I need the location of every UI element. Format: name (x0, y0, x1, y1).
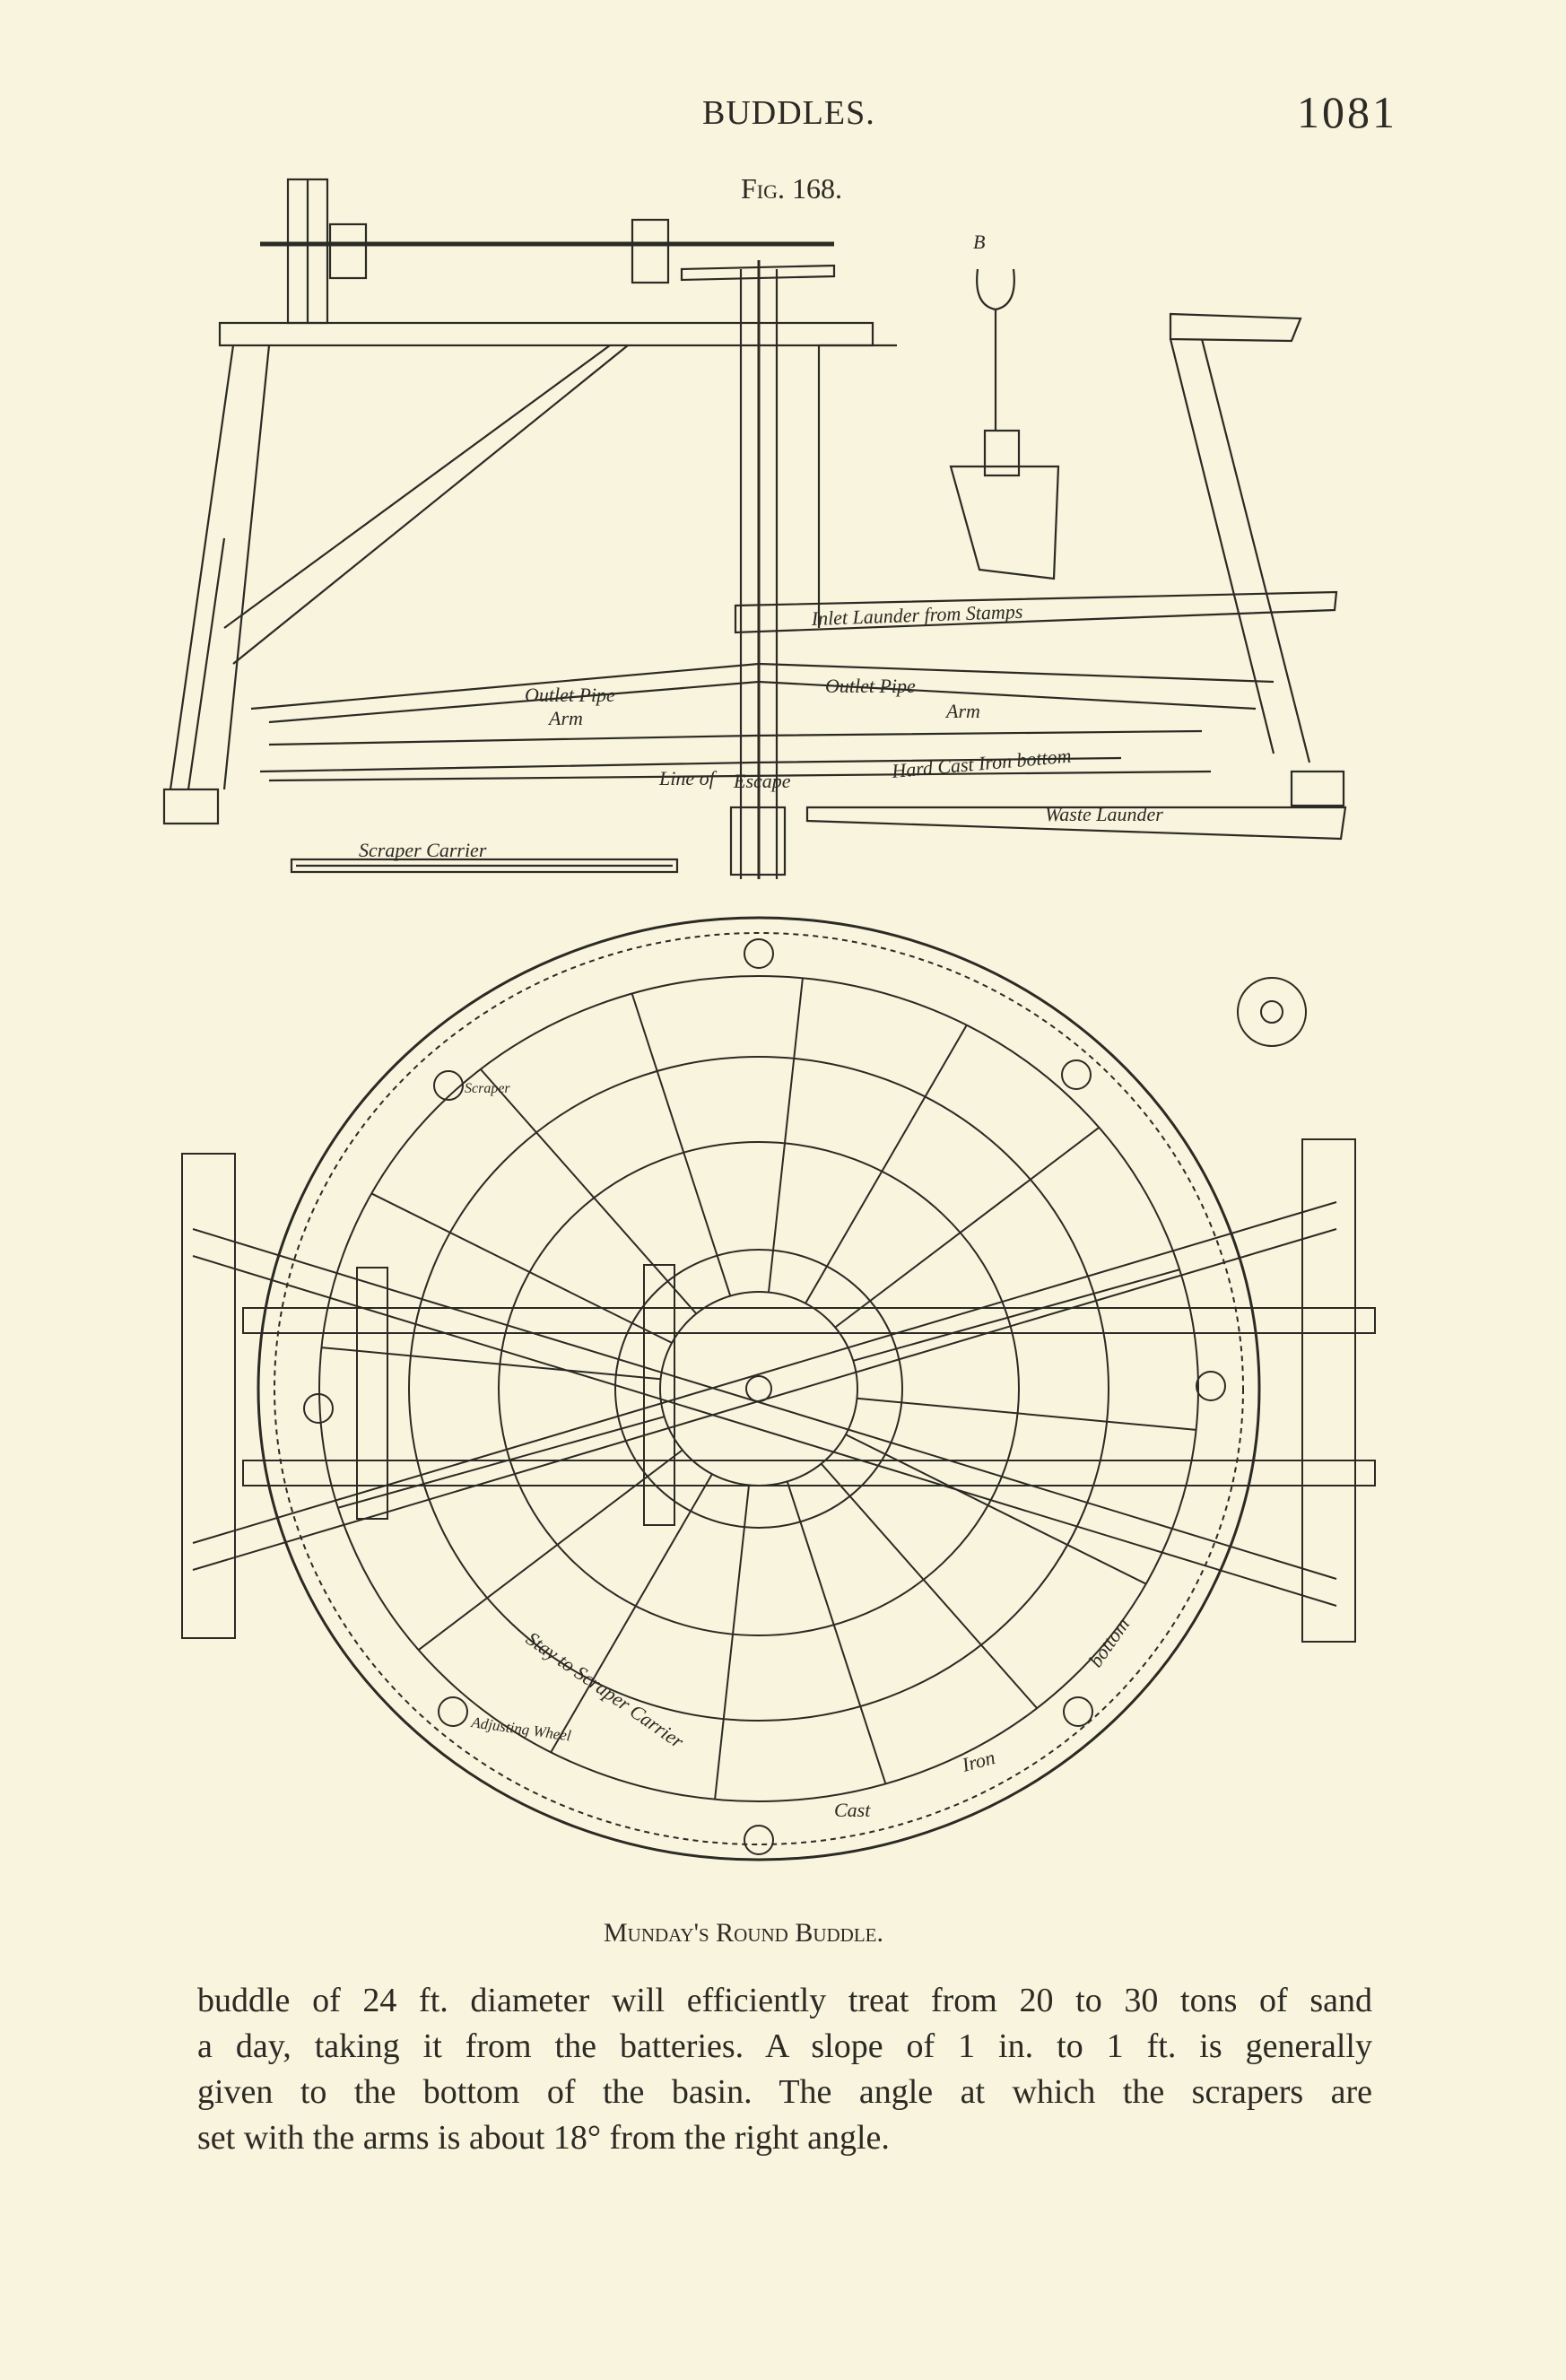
page-number: 1081 (1297, 87, 1397, 137)
body-paragraph: buddle of 24 ft. diameter will efficient… (197, 1978, 1372, 2161)
label-hard-cast: Hard Cast Iron bottom (890, 745, 1072, 782)
spoke (480, 1068, 698, 1315)
label-iron: Iron (959, 1746, 997, 1776)
spoke (321, 1347, 661, 1381)
label-outlet-right: Outlet Pipe (825, 675, 916, 697)
figure-caption: Munday's Round Buddle. (604, 1918, 883, 1948)
spoke (834, 1127, 1100, 1329)
label-scraper: Scraper (465, 1081, 510, 1096)
body-line: buddle of 24 ft. diameter will efficient… (197, 1982, 1372, 2019)
label-bottom: bottom (1084, 1613, 1135, 1670)
elevation-drawing (162, 178, 1347, 879)
spoke (418, 1449, 683, 1651)
spoke (370, 1192, 673, 1344)
body-line: set with the arms is about 18° from the … (197, 2119, 890, 2157)
label-escape: Escape (733, 770, 791, 792)
spoke (786, 1481, 887, 1784)
spoke (857, 1397, 1196, 1431)
label-b: B (973, 231, 985, 253)
label-inlet: Inlet Launder from Stamps (810, 600, 1022, 630)
spoke (337, 1416, 665, 1509)
spoke (845, 1434, 1147, 1585)
label-adjusting: Adjusting Wheel (469, 1713, 572, 1745)
label-scraper-carrier: Scraper Carrier (359, 839, 487, 861)
body-line: given to the bottom of the basin. The an… (197, 2073, 1372, 2111)
label-line-of: Line of (658, 767, 718, 789)
body-line: a day, taking it from the batteries. A s… (197, 2027, 1372, 2065)
figure-number: Fig. 168. (741, 172, 843, 205)
spoke (631, 993, 732, 1296)
spoke (820, 1462, 1038, 1709)
label-arm-left: Arm (547, 707, 583, 729)
label-waste: Waste Launder (1045, 803, 1163, 825)
running-head: BUDDLES. (702, 94, 875, 132)
spoke (550, 1473, 713, 1753)
label-arm-right: Arm (944, 700, 980, 722)
spoke (805, 1024, 968, 1304)
spoke (853, 1268, 1180, 1362)
spoke (714, 1485, 751, 1800)
label-outlet-left: Outlet Pipe (525, 684, 615, 706)
label-cast: Cast (834, 1799, 871, 1821)
spoke (767, 978, 804, 1293)
plan-drawing (181, 916, 1376, 1861)
